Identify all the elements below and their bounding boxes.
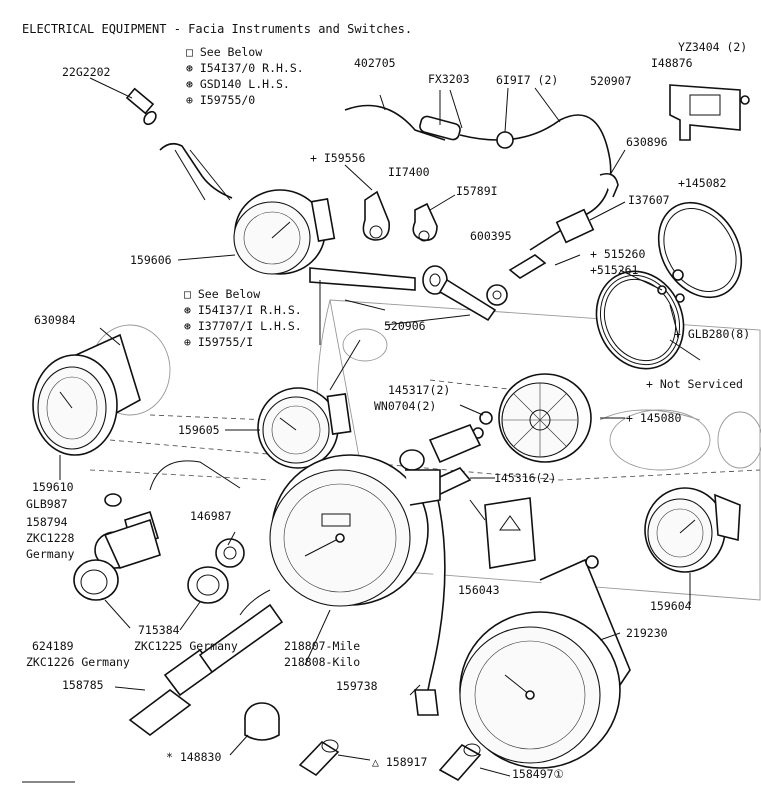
label-158917: △ 158917 (372, 755, 428, 769)
wiring-loom-upper (159, 142, 233, 201)
label-GLB280: + GLB280(8) (674, 327, 751, 341)
label-624189: 624189 (32, 639, 74, 653)
label-158497: 158497① (512, 767, 564, 781)
sleeve-FX3203 (419, 89, 463, 141)
label-137607: I37607 (628, 193, 670, 207)
gauge-159606 (233, 189, 336, 275)
connector-137607 (508, 201, 626, 279)
switch-158785 (128, 589, 284, 736)
switch-156043 (484, 497, 536, 569)
label-402705: 402705 (354, 56, 396, 70)
label-145316: 145316(2) (494, 471, 557, 485)
label-715384: 715384 (138, 623, 180, 637)
cable-402705 (344, 94, 446, 141)
page-title: ELECTRICAL EQUIPMENT - Facia Instruments… (22, 22, 413, 36)
label-159556: + I59556 (310, 151, 366, 165)
label-not-serviced: + Not Serviced (646, 377, 743, 391)
tachometer-219230 (459, 555, 631, 769)
label-ZKC1225: ZKC1225 Germany (134, 639, 238, 653)
label-159738: 159738 (336, 679, 378, 693)
label-219230: 219230 (626, 626, 668, 640)
label-148830: * 148830 (166, 750, 222, 764)
label-ZKC1226: ZKC1226 Germany (26, 655, 130, 669)
label-630984: 630984 (34, 313, 76, 327)
label-159610: 159610 (32, 480, 74, 494)
plate-148876 (669, 84, 750, 141)
label-600395: 600395 (470, 229, 512, 243)
clips-159556-157891 (344, 164, 456, 242)
label-159755-1: ⊕ I59755/I (184, 335, 254, 349)
label-159606: 159606 (130, 253, 172, 267)
label-520907: 520907 (590, 74, 632, 88)
label-520906: 520906 (384, 319, 426, 333)
label-gsd140: ⊛ GSD140 L.H.S. (186, 77, 290, 91)
label-218808: 218808-Kilo (284, 655, 361, 669)
gauge-630984 (32, 324, 171, 456)
label-157891: I5789I (456, 184, 498, 198)
leader-lines (59, 254, 701, 777)
label-218807: 218807-Mile (284, 639, 361, 653)
label-156043: 156043 (458, 583, 500, 597)
label-630896: 630896 (626, 135, 668, 149)
label-515260: + 515260 (590, 247, 646, 261)
label-154137-1: ⊛ I54I37/I R.H.S. (184, 303, 302, 317)
cable-159738 (414, 499, 446, 716)
label-see-below-2: □ See Below (184, 287, 261, 301)
label-YZ3404: YZ3404 (2) (678, 40, 748, 54)
knob-148830 (244, 702, 280, 741)
label-154137-0: ⊛ I54I37/0 R.H.S. (186, 61, 304, 75)
label-159604: 159604 (650, 599, 692, 613)
gauge-145080 (498, 373, 592, 463)
label-WN0704: WN0704(2) (374, 399, 437, 413)
label-22G2202: 22G2202 (62, 65, 111, 79)
label-145080: + 145080 (626, 411, 682, 425)
lighter-158794 (94, 518, 161, 569)
label-117400: II7400 (388, 165, 430, 179)
label-159605: 159605 (178, 423, 220, 437)
fitting-520906 (384, 314, 482, 471)
label-148876: I48876 (651, 56, 693, 70)
grommet-600395 (309, 265, 508, 322)
label-145082: +145082 (678, 176, 727, 190)
knob-158917 (298, 739, 340, 777)
bulb-holder-22G2202 (89, 77, 157, 126)
label-GLB987: GLB987 (26, 497, 68, 511)
label-see-below-1: □ See Below (186, 45, 263, 59)
clip-630896 (599, 149, 626, 198)
gauge-159605 (257, 339, 361, 469)
label-158785: 158785 (62, 678, 104, 692)
label-ZKC1228: ZKC1228 (26, 531, 75, 545)
knob-715384 (187, 531, 245, 604)
label-germany-1: Germany (26, 547, 75, 561)
label-146987: 146987 (190, 509, 232, 523)
ring-GLB280 (595, 269, 685, 370)
gauge-159604 (644, 487, 741, 573)
speedometer-218807 (269, 454, 441, 607)
label-158794: 158794 (26, 515, 68, 529)
knob-158497 (438, 743, 482, 782)
label-137707-1: ⊛ I37707/I L.H.S. (184, 319, 302, 333)
label-145317: 145317(2) (388, 383, 451, 397)
label-FX3203: FX3203 (428, 72, 470, 86)
label-61917: 6I9I7 (2) (496, 73, 559, 87)
knob-624189 (73, 559, 119, 601)
label-159755-0: ⊕ I59755/0 (186, 93, 256, 107)
label-515261: +515261 (590, 263, 639, 277)
